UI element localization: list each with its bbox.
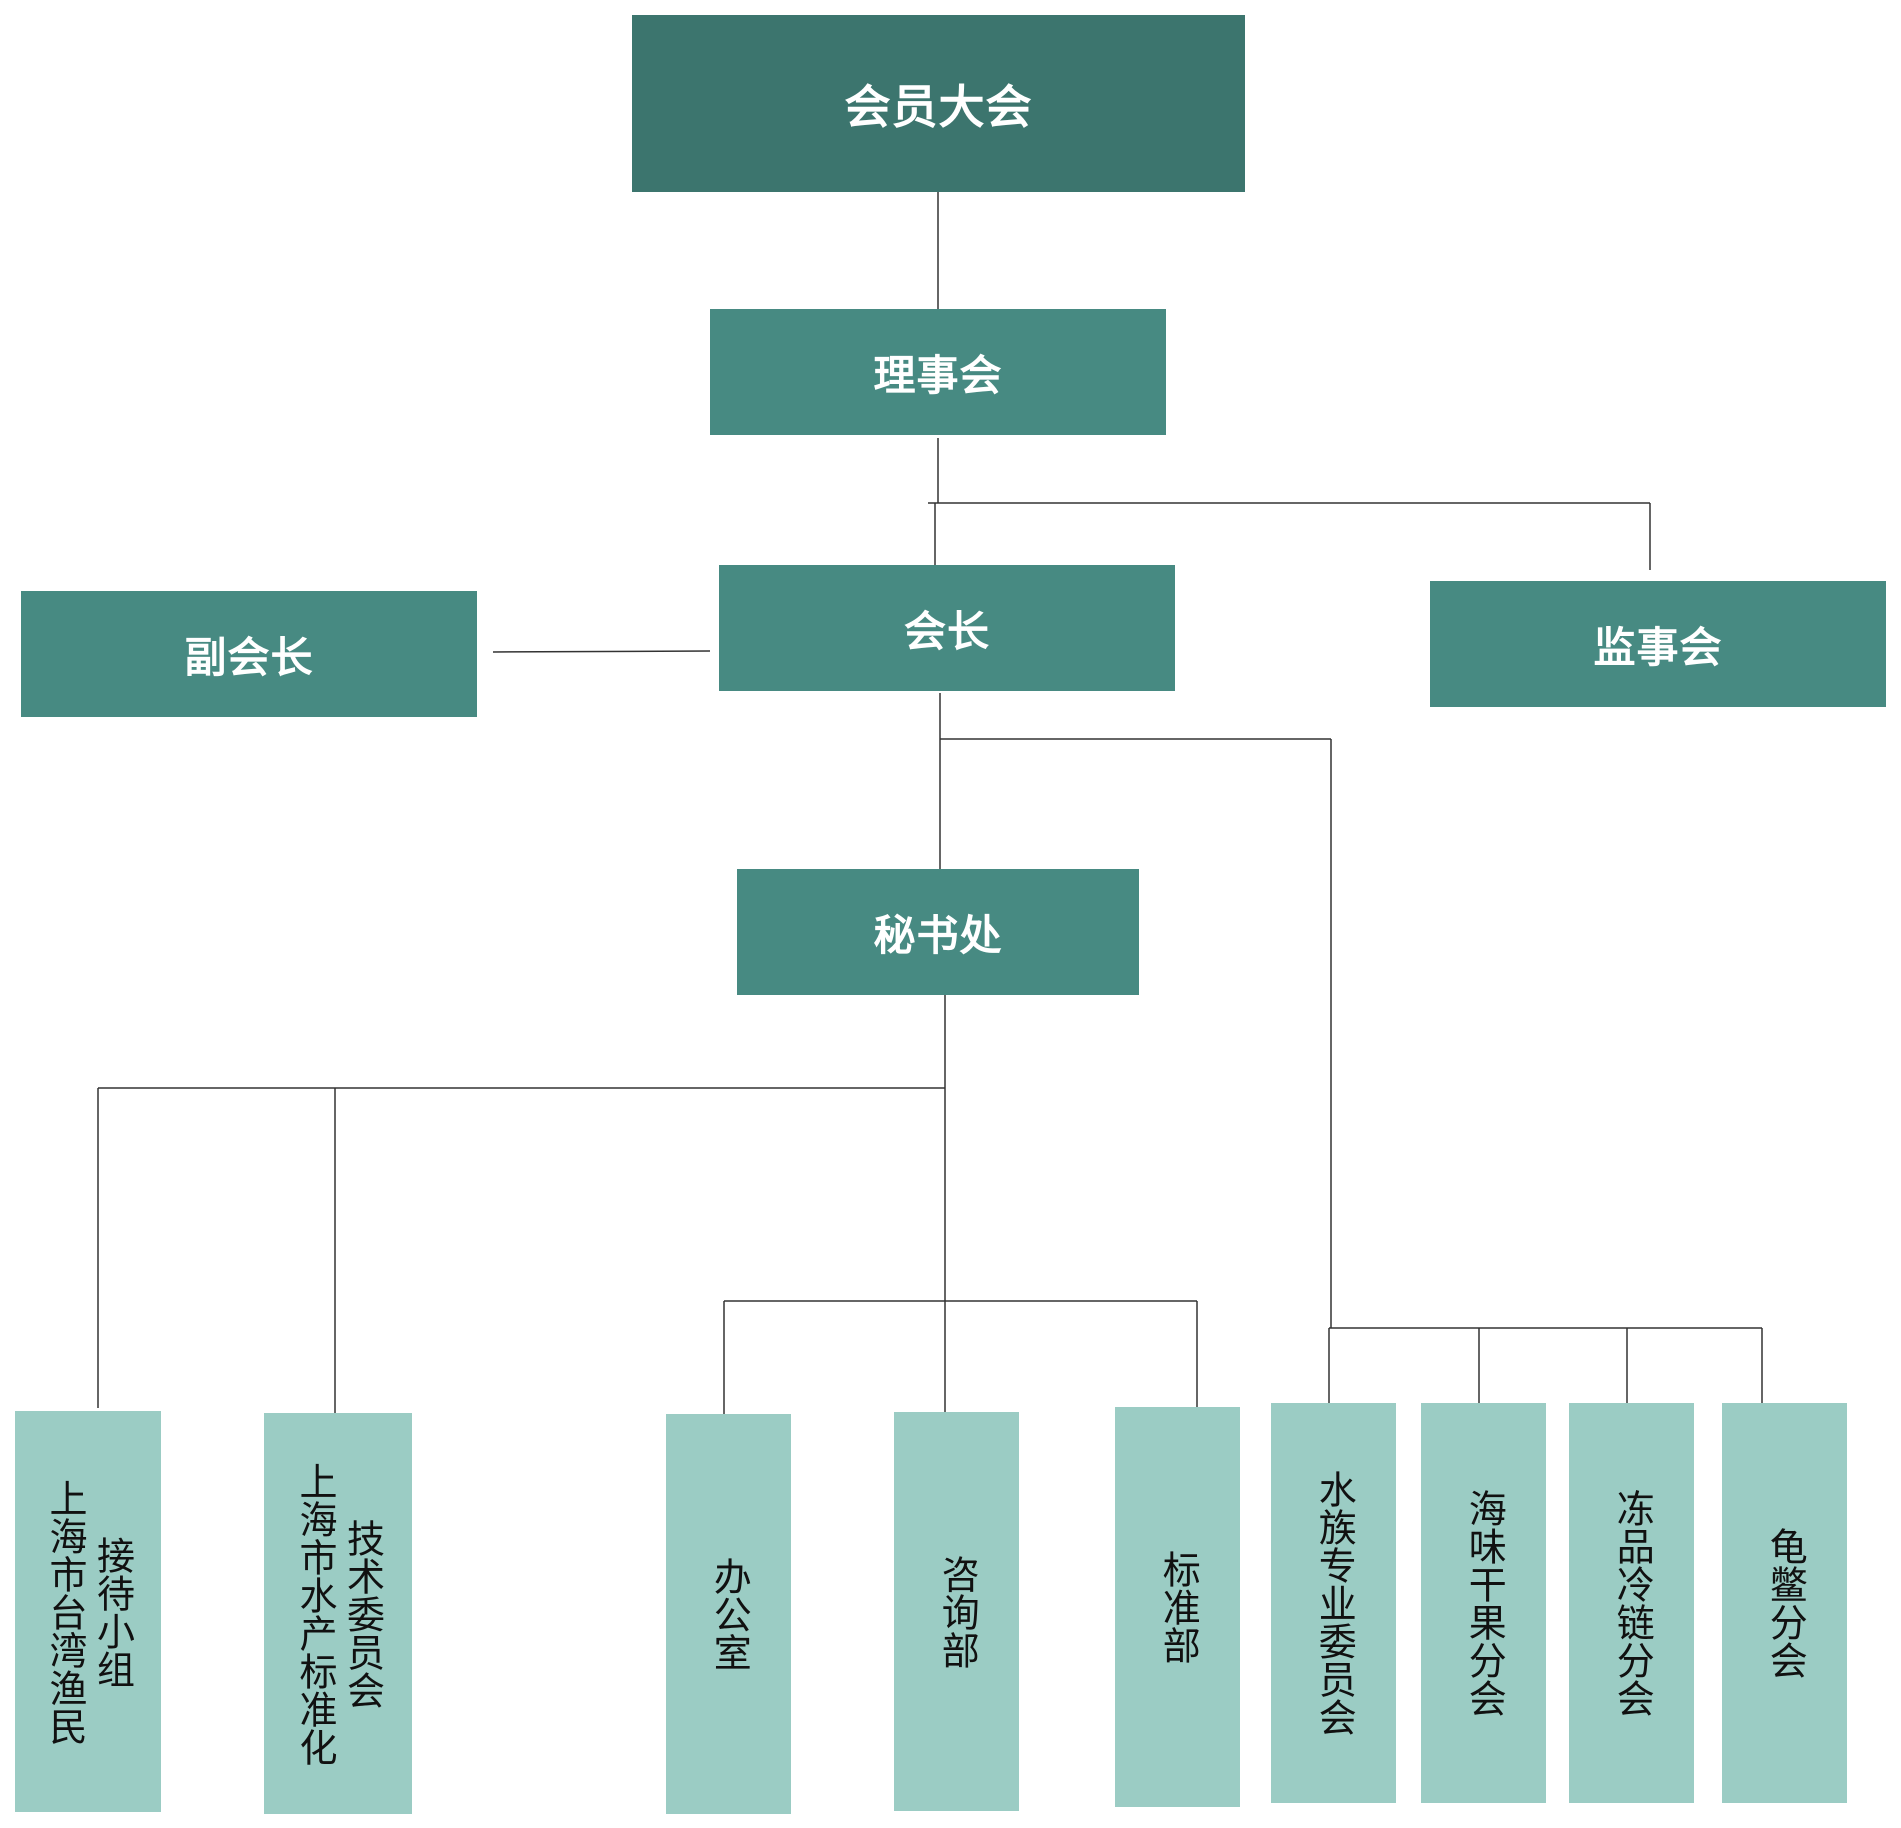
council-box: 理事会 — [710, 309, 1166, 435]
unit-standards-dept: 标准部 — [1115, 1407, 1240, 1807]
unit-frozen-cold-chain-branch: 冻品冷链分会 — [1569, 1403, 1694, 1803]
unit-dried-seafood-fruit-branch: 海味干果分会 — [1421, 1403, 1546, 1803]
unit-frozen-cold-chain-branch-label: 冻品冷链分会 — [1610, 1489, 1655, 1717]
supervisory-board-box: 监事会 — [1430, 581, 1886, 707]
secretariat-label: 秘书处 — [873, 910, 1003, 960]
unit-aquatic-standardization-committee-line2: 技术委员会 — [340, 1518, 385, 1709]
general-assembly-box: 会员大会 — [632, 15, 1245, 192]
unit-office-label: 办公室 — [707, 1557, 752, 1671]
vice-president-box: 副会长 — [21, 591, 477, 717]
president-box: 会长 — [719, 565, 1175, 691]
unit-taiwan-fishermen-reception-line1: 上海市台湾渔民 — [43, 1478, 87, 1745]
unit-aquatic-standardization-committee-line1: 上海市水产标准化 — [293, 1461, 337, 1766]
unit-standards-dept-label: 标准部 — [1156, 1550, 1201, 1664]
unit-dried-seafood-fruit-branch-label: 海味干果分会 — [1462, 1489, 1507, 1717]
general-assembly-label: 会员大会 — [844, 79, 1033, 134]
unit-consulting-dept: 咨询部 — [894, 1412, 1019, 1811]
unit-turtle-branch-label: 龟鳖分会 — [1763, 1527, 1808, 1679]
president-label: 会长 — [903, 606, 990, 656]
unit-aquatic-standardization-committee: 上海市水产标准化 技术委员会 — [264, 1413, 412, 1814]
unit-aquarium-committee-label: 水族专业委员会 — [1312, 1470, 1357, 1736]
unit-office: 办公室 — [666, 1414, 791, 1814]
vice-president-label: 副会长 — [184, 632, 314, 682]
unit-turtle-branch: 龟鳖分会 — [1722, 1403, 1847, 1803]
unit-consulting-dept-label: 咨询部 — [935, 1554, 980, 1669]
secretariat-box: 秘书处 — [737, 869, 1139, 995]
supervisory-board-label: 监事会 — [1593, 622, 1723, 672]
unit-taiwan-fishermen-reception: 上海市台湾渔民 接待小组 — [15, 1411, 161, 1812]
unit-taiwan-fishermen-reception-line2: 接待小组 — [90, 1535, 135, 1688]
council-label: 理事会 — [873, 350, 1003, 400]
unit-aquarium-committee: 水族专业委员会 — [1271, 1403, 1396, 1803]
